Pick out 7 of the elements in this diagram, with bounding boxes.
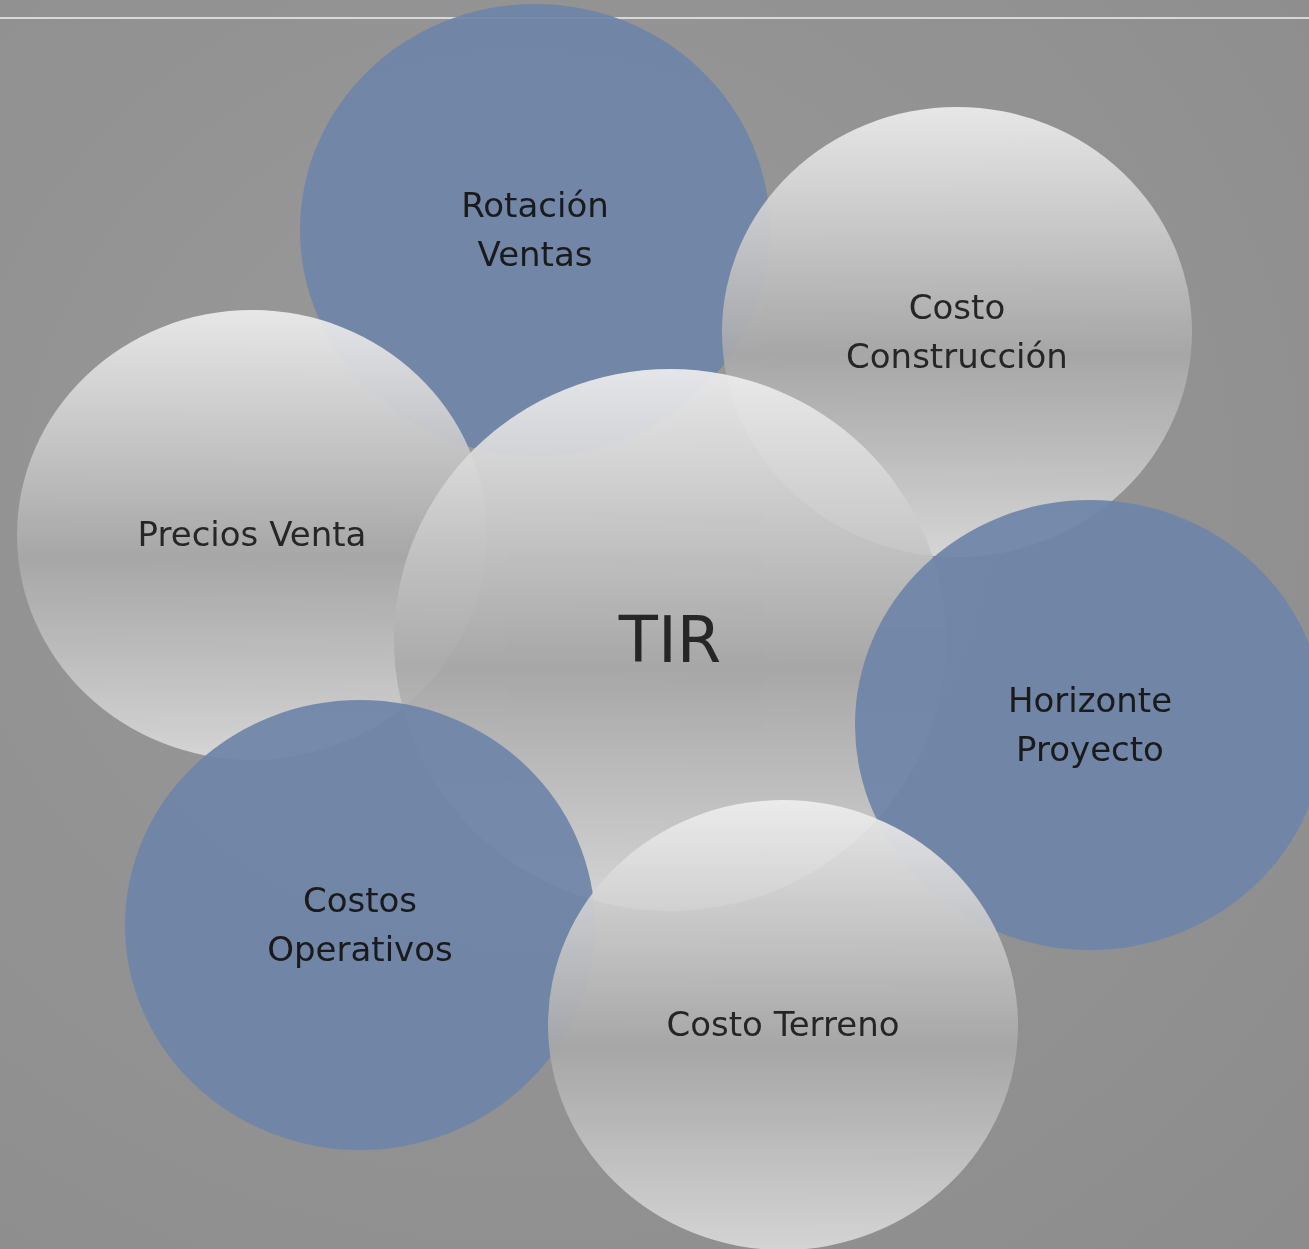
bubble-label: TIR <box>618 601 722 679</box>
bubble-label: Costo Construcción <box>845 285 1069 378</box>
bubble-label: Horizonte Proyecto <box>1006 678 1174 771</box>
bubble-label: Precios Venta <box>137 513 367 557</box>
bubble-label: Costos Operativos <box>266 878 454 971</box>
bubble-label: Costo Terreno <box>666 1003 900 1047</box>
bubble-label: Rotación Ventas <box>460 183 610 276</box>
